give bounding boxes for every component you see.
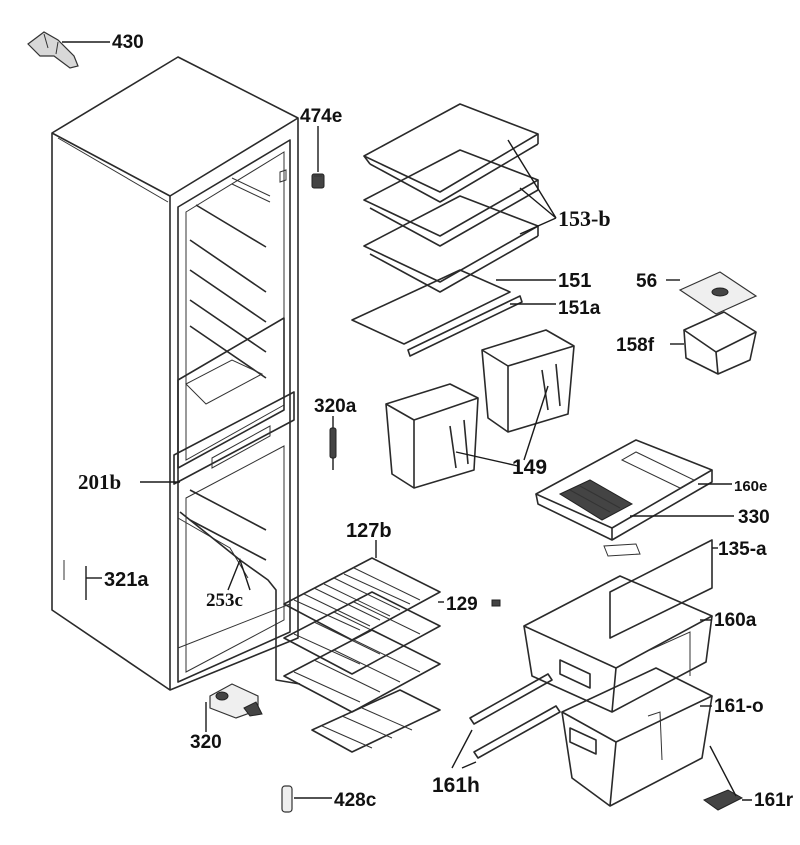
label-161h: 161h	[432, 774, 480, 797]
part-320a	[329, 427, 337, 470]
part-151-shelf	[351, 269, 523, 357]
label-135-a: 135-a	[718, 539, 767, 560]
label-330: 330	[738, 507, 770, 528]
label-201b: 201b	[78, 470, 121, 494]
label-428c: 428c	[334, 790, 377, 811]
label-320a: 320a	[314, 396, 357, 417]
label-129: 129	[446, 594, 478, 615]
label-430: 430	[112, 32, 144, 53]
label-158f: 158f	[616, 335, 655, 356]
label-149: 149	[512, 456, 547, 479]
label-56: 56	[636, 271, 657, 292]
label-320: 320	[190, 732, 222, 753]
part-428c-pin	[281, 785, 293, 813]
part-474e-clip	[311, 173, 325, 189]
label-151a: 151a	[558, 298, 601, 319]
label-474e: 474e	[300, 106, 342, 127]
label-161r: 161r	[754, 790, 794, 811]
part-161r-bracket	[702, 789, 744, 811]
part-158f-box	[683, 311, 757, 375]
part-56-lid	[678, 271, 758, 315]
part-330-ice-tray	[558, 479, 634, 521]
part-160a-drawer	[523, 575, 713, 713]
label-151: 151	[558, 270, 591, 292]
label-321a: 321a	[104, 569, 149, 591]
part-320	[209, 683, 263, 719]
part-161h-rails	[469, 673, 561, 759]
part-135a-flap	[609, 539, 713, 639]
part-129	[491, 599, 501, 607]
part-430-hinge	[27, 31, 79, 69]
label-160a: 160a	[714, 610, 757, 631]
refrigerator-cabinet	[51, 56, 301, 691]
part-161o-drawer	[561, 667, 713, 807]
part-153b-glass-shelves	[363, 103, 539, 293]
part-149-door-bins	[385, 329, 575, 489]
label-127b: 127b	[346, 520, 392, 542]
part-127b-wire-shelves	[283, 557, 441, 753]
label-160e: 160e	[734, 478, 767, 495]
label-253c: 253c	[206, 590, 243, 611]
part-160e-tray	[535, 439, 713, 557]
label-161-o: 161-o	[714, 696, 764, 717]
label-153-b: 153-b	[558, 206, 611, 231]
